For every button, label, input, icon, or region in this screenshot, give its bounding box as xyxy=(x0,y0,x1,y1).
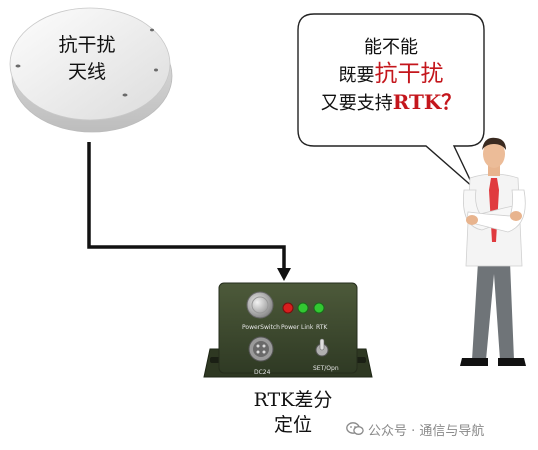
device-caption-line1: RTK差分 xyxy=(253,389,333,411)
antenna-label: 抗干扰 天线 xyxy=(52,32,122,86)
watermark-text: 公众号 · 通信与导航 xyxy=(368,423,485,439)
bubble-line2-highlight: 抗干扰 xyxy=(374,61,444,87)
setopn-label: SET/Opn xyxy=(313,365,339,372)
bubble-line3-highlight: RTK？ xyxy=(392,90,462,114)
bubble-line3: 又要支持RTK？ xyxy=(316,89,466,117)
antenna-image xyxy=(9,7,173,133)
link-led-label: Link xyxy=(301,324,314,331)
speech-bubble xyxy=(297,13,485,189)
powerswitch-label: PowerSwitch xyxy=(242,324,280,331)
rtk-led-label: RTK xyxy=(316,324,328,331)
device-caption-line2: 定位 xyxy=(273,414,312,436)
bubble-line3-prefix: 又要支持 xyxy=(320,93,393,114)
businessman-figure xyxy=(460,137,526,366)
dc24-label: DC24 xyxy=(254,369,271,376)
device-caption: RTK差分 定位 xyxy=(245,388,341,438)
antenna-label-line1: 抗干扰 xyxy=(58,34,116,56)
wechat-icon xyxy=(346,422,364,435)
bubble-text: 能不能 既要抗干扰 又要支持RTK？ xyxy=(316,34,466,117)
power-led-label: Power xyxy=(281,324,300,331)
bubble-line1: 能不能 xyxy=(364,37,418,58)
rtk-device-image xyxy=(203,282,373,378)
watermark: 公众号 · 通信与导航 xyxy=(346,420,485,439)
bubble-line2: 既要抗干扰 xyxy=(316,61,466,89)
antenna-label-line2: 天线 xyxy=(67,61,106,83)
bubble-line2-prefix: 既要 xyxy=(338,65,375,86)
